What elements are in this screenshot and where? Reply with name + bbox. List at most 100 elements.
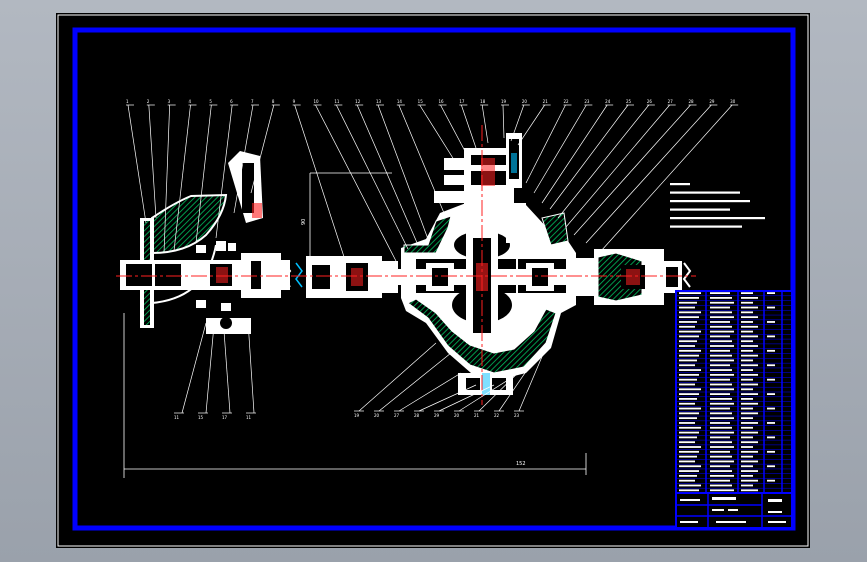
parts-cell-text (741, 369, 753, 371)
leader-line (336, 104, 409, 250)
parts-cell-text (741, 383, 758, 386)
break-line-right (682, 262, 692, 288)
balloon-number: 3 (168, 99, 171, 104)
parts-cell-text (710, 330, 734, 333)
parts-cell-text (710, 345, 734, 347)
parts-cell-text (741, 359, 753, 362)
parts-cell-text (710, 292, 730, 294)
parts-cell-text (679, 373, 699, 376)
leader-line (127, 104, 147, 224)
parts-cell-text (679, 455, 697, 458)
balloon-number: 1 (126, 99, 129, 104)
parts-cell-text (710, 364, 730, 367)
parts-cell-text (767, 393, 775, 395)
parts-cell-text (767, 364, 775, 367)
leader-line (533, 104, 587, 194)
leader-line (549, 104, 629, 210)
note-line (670, 217, 765, 220)
parts-cell-text (767, 335, 775, 338)
leader-line (250, 104, 275, 194)
leader-line (510, 104, 525, 142)
parts-cell-text (710, 455, 732, 458)
parts-cell-text (710, 441, 732, 444)
parts-cell-text (710, 359, 734, 362)
leader-line (518, 332, 553, 412)
parts-cell-text (710, 393, 730, 395)
note-line (670, 200, 750, 203)
parts-cell-text (710, 446, 734, 448)
parts-cell-text (710, 349, 730, 352)
parts-cell-text (741, 441, 758, 444)
parts-cell-text (741, 407, 753, 410)
parts-cell-text (679, 383, 695, 386)
balloon-number: 12 (355, 99, 361, 104)
parts-cell-text (710, 301, 734, 304)
leader-line (585, 104, 712, 244)
parts-cell-text (741, 373, 758, 376)
balloon-number: 24 (605, 99, 611, 104)
parts-cell-text (679, 349, 701, 352)
leader-line (573, 104, 691, 236)
leader-line (378, 352, 452, 412)
leader-line (461, 104, 477, 149)
parts-cell-text (741, 388, 753, 391)
parts-cell-text (679, 460, 695, 463)
balloon-number: 8 (272, 99, 275, 104)
leader-line (173, 104, 191, 252)
leader-line (418, 384, 477, 412)
parts-cell-text (741, 450, 758, 453)
dimension-side: 90 (301, 172, 392, 259)
parts-cell-text (710, 321, 730, 323)
note-line (670, 183, 690, 186)
parts-cell-text (741, 330, 753, 333)
balloon-number: 11 (334, 99, 340, 104)
parts-cell-text (679, 412, 699, 415)
parts-cell-text (679, 436, 697, 439)
parts-cell-text (767, 465, 775, 468)
title-block (675, 492, 793, 529)
parts-cell-text (710, 470, 732, 472)
parts-cell-text (679, 335, 699, 338)
parts-cell-text (741, 321, 753, 323)
parts-cell-text (710, 297, 732, 299)
parts-cell-text (679, 340, 697, 343)
parts-cell-text (741, 354, 758, 357)
parts-cell-text (710, 354, 732, 357)
leader-line (247, 320, 255, 414)
parts-cell-text (710, 407, 730, 410)
parts-cell-text (741, 306, 758, 309)
parts-cell-text (679, 311, 701, 314)
parts-cell-text (679, 306, 695, 309)
parts-cell-text (710, 431, 734, 434)
balloon-number: 30 (730, 99, 736, 104)
parts-cell-text (767, 422, 775, 424)
balloon-number: 16 (439, 99, 445, 104)
parts-cell-text (767, 378, 775, 381)
parts-cell-text (741, 455, 753, 458)
parts-cell-text (710, 316, 734, 319)
parts-cell-text (679, 330, 701, 333)
balloon-number: 15 (198, 415, 204, 420)
parts-cell-text (679, 345, 695, 347)
parts-cell-text (741, 431, 758, 434)
parts-cell-text (679, 450, 699, 453)
parts-cell-text (679, 431, 699, 434)
balloon-number: 19 (501, 99, 507, 104)
balloon-number: 17 (459, 99, 465, 104)
parts-cell-text (741, 335, 758, 338)
balloon-number: 23 (514, 413, 520, 418)
leader-line (541, 104, 608, 204)
parts-cell-text (741, 470, 758, 472)
balloon-number: 14 (397, 99, 403, 104)
parts-cell-text (741, 412, 758, 415)
parts-cell-text (741, 460, 758, 463)
parts-cell-text (679, 441, 695, 444)
leader-line (181, 322, 207, 414)
leader-line (215, 104, 233, 239)
leader-line (525, 104, 566, 184)
parts-cell-text (767, 292, 775, 294)
balloon-number: 18 (480, 99, 486, 104)
parts-cell-text (679, 470, 699, 472)
